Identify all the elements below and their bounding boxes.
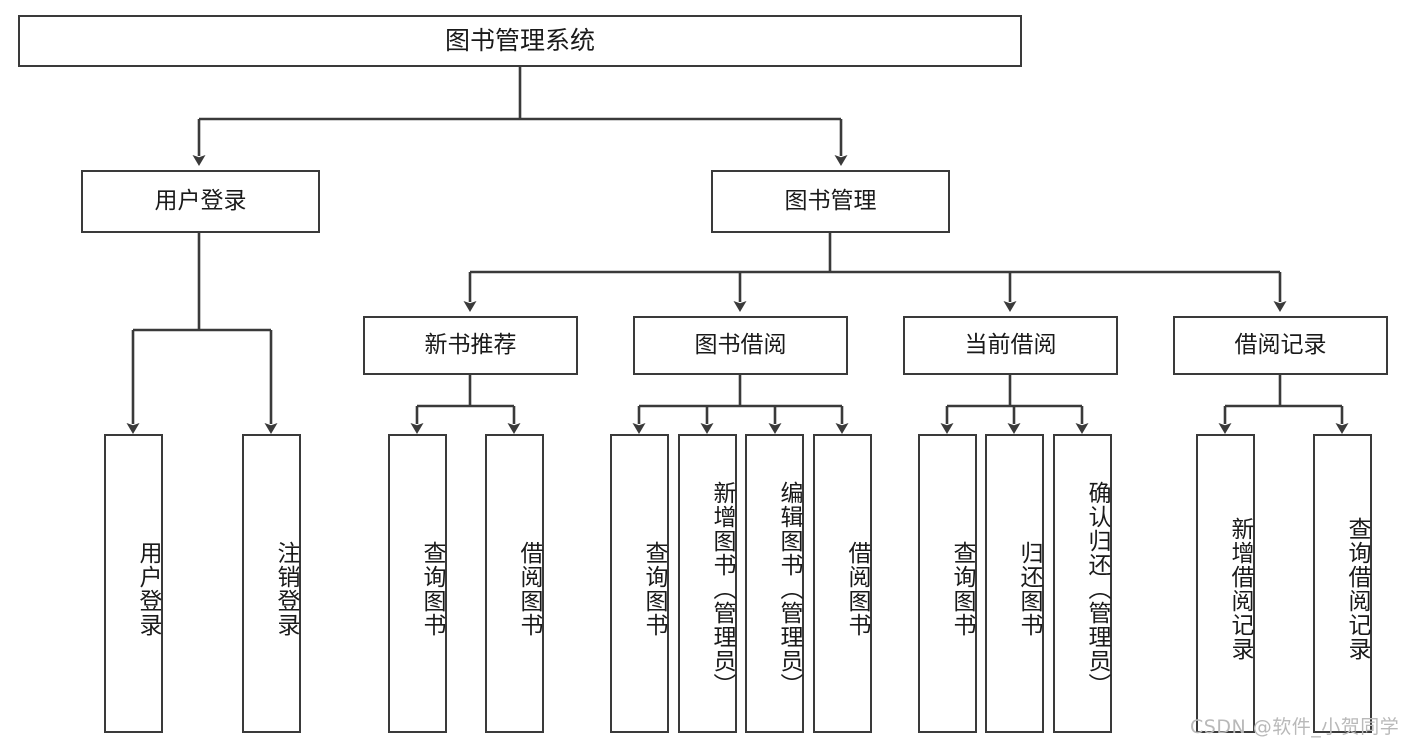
- leaf-label: 新增图书（管理员）: [709, 480, 735, 697]
- leaf-label: 查询图书: [641, 540, 667, 637]
- leaf-current-confirm-return-admin[interactable]: 确认归还（管理员）: [1053, 434, 1112, 733]
- leaf-label: 借阅图书: [516, 540, 542, 637]
- leaf-borrow-edit-book-admin[interactable]: 编辑图书（管理员）: [745, 434, 804, 733]
- node-current-borrow[interactable]: 当前借阅: [903, 316, 1118, 375]
- node-book-management[interactable]: 图书管理: [711, 170, 950, 233]
- node-new-book-recommend[interactable]: 新书推荐: [363, 316, 578, 375]
- leaf-user-login-logout[interactable]: 注销登录: [242, 434, 301, 733]
- leaf-borrow-borrow-book[interactable]: 借阅图书: [813, 434, 872, 733]
- leaf-label: 查询借阅记录: [1344, 516, 1370, 661]
- leaf-current-return-book[interactable]: 归还图书: [985, 434, 1044, 733]
- leaf-label: 确认归还（管理员）: [1084, 480, 1110, 697]
- leaf-current-query-book[interactable]: 查询图书: [918, 434, 977, 733]
- node-root-system[interactable]: 图书管理系统: [18, 15, 1022, 67]
- leaf-record-query-record[interactable]: 查询借阅记录: [1313, 434, 1372, 733]
- leaf-label: 查询图书: [419, 540, 445, 637]
- leaf-recommend-query-book[interactable]: 查询图书: [388, 434, 447, 733]
- leaf-label: 注销登录: [273, 540, 299, 637]
- leaf-label: 编辑图书（管理员）: [776, 480, 802, 697]
- leaf-user-login-login[interactable]: 用户登录: [104, 434, 163, 733]
- leaf-label: 借阅图书: [844, 540, 870, 637]
- leaf-label: 用户登录: [135, 540, 161, 637]
- leaf-recommend-borrow-book[interactable]: 借阅图书: [485, 434, 544, 733]
- node-book-borrow[interactable]: 图书借阅: [633, 316, 848, 375]
- node-user-login[interactable]: 用户登录: [81, 170, 320, 233]
- leaf-label: 查询图书: [949, 540, 975, 637]
- leaf-record-add-record[interactable]: 新增借阅记录: [1196, 434, 1255, 733]
- leaf-borrow-query-book[interactable]: 查询图书: [610, 434, 669, 733]
- leaf-label: 归还图书: [1016, 540, 1042, 637]
- node-borrow-record[interactable]: 借阅记录: [1173, 316, 1388, 375]
- leaf-label: 新增借阅记录: [1227, 516, 1253, 661]
- leaf-borrow-add-book-admin[interactable]: 新增图书（管理员）: [678, 434, 737, 733]
